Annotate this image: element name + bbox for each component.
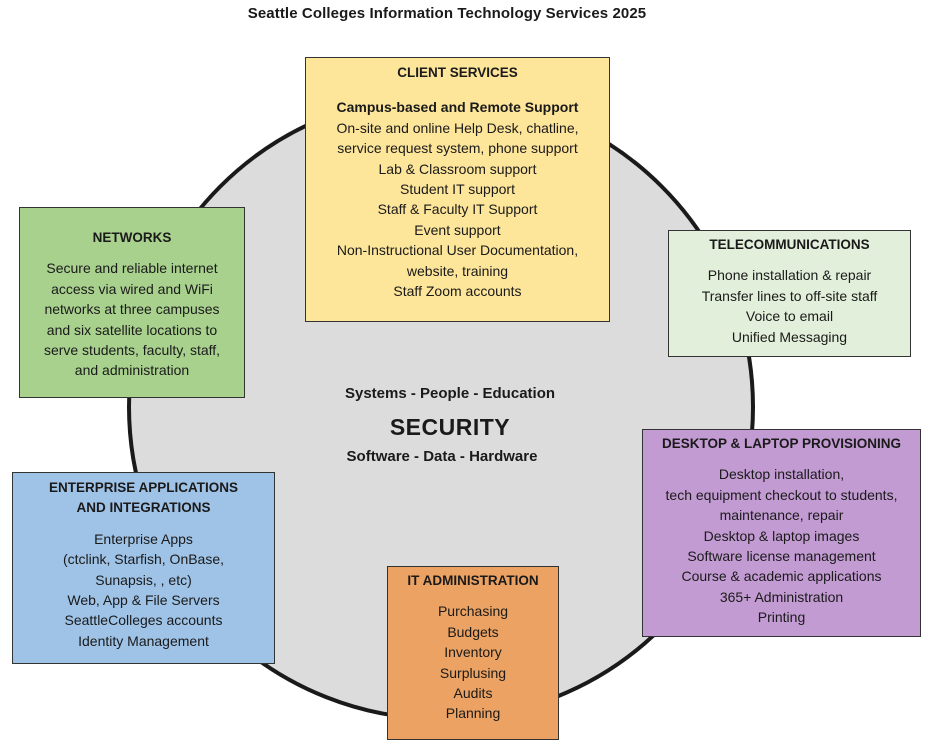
networks-heading: NETWORKS [92, 230, 172, 245]
desktop-provisioning-item: Printing [757, 609, 806, 626]
telecommunications-item: Voice to email [745, 308, 834, 325]
page-title: Seattle Colleges Information Technology … [247, 5, 647, 22]
desktop-provisioning-item: Desktop & laptop images [703, 527, 860, 544]
client-services-item: Lab & Classroom support [378, 160, 537, 177]
client-services-item: website, training [406, 262, 509, 279]
it-administration-heading: IT ADMINISTRATION [407, 573, 539, 588]
enterprise-item: Sunapsis, , etc) [95, 571, 192, 588]
enterprise-heading-line1: ENTERPRISE APPLICATIONS [48, 480, 239, 495]
client-services-item: Student IT support [400, 181, 515, 198]
client-services-subheading: Campus-based and Remote Support [336, 99, 579, 116]
desktop-provisioning-box: DESKTOP & LAPTOP PROVISIONING Desktop in… [642, 429, 921, 637]
client-services-box: CLIENT SERVICES Campus-based and Remote … [305, 57, 610, 322]
desktop-provisioning-item: Course & academic applications [681, 568, 882, 585]
networks-list: Secure and reliable internet access via w… [20, 258, 244, 380]
networks-item: access via wired and WiFi [51, 280, 213, 297]
telecommunications-box: TELECOMMUNICATIONS Phone installation & … [668, 230, 911, 357]
it-administration-item: Audits [453, 685, 493, 702]
desktop-provisioning-list: Desktop installation, tech equipment chec… [643, 464, 920, 627]
client-services-item: Staff Zoom accounts [393, 283, 522, 300]
center-line-systems: Systems - People - Education [344, 385, 556, 402]
desktop-provisioning-heading: DESKTOP & LAPTOP PROVISIONING [661, 436, 902, 451]
center-line-software: Software - Data - Hardware [346, 448, 538, 465]
telecommunications-item: Transfer lines to off-site staff [701, 287, 878, 304]
client-services-item: On-site and online Help Desk, chatline, [336, 119, 579, 136]
client-services-item: service request system, phone support [337, 140, 578, 157]
center-security-label: SECURITY [389, 414, 511, 440]
desktop-provisioning-item: 365+ Administration [719, 588, 844, 605]
desktop-provisioning-item: tech equipment checkout to students, [665, 486, 898, 503]
enterprise-heading-line2: AND INTEGRATIONS [76, 500, 211, 516]
networks-box: NETWORKS Secure and reliable internet acc… [19, 207, 245, 398]
it-administration-item: Inventory [444, 644, 502, 661]
enterprise-item: Enterprise Apps [94, 530, 193, 547]
desktop-provisioning-item: Software license management [687, 548, 876, 565]
networks-item: and administration [74, 362, 190, 379]
it-administration-item: Purchasing [437, 603, 509, 620]
client-services-item: Event support [414, 221, 501, 238]
enterprise-item: Identity Management [78, 632, 209, 649]
desktop-provisioning-item: maintenance, repair [719, 507, 844, 524]
it-administration-item: Surplusing [439, 664, 507, 681]
enterprise-box: ENTERPRISE APPLICATIONS AND INTEGRATIONS… [12, 472, 275, 664]
telecommunications-item: Phone installation & repair [707, 267, 872, 284]
client-services-item: Non-Instructional User Documentation, [336, 242, 579, 259]
it-administration-item: Budgets [447, 623, 499, 640]
networks-item: and six satellite locations to [46, 321, 218, 338]
networks-item: networks at three campuses [44, 301, 220, 318]
it-administration-item: Planning [445, 705, 501, 722]
enterprise-item: (ctclink, Starfish, OnBase, [62, 551, 225, 568]
client-services-item: Staff & Faculty IT Support [377, 201, 538, 218]
networks-item: Secure and reliable internet [46, 260, 218, 277]
enterprise-item: Web, App & File Servers [67, 592, 220, 609]
enterprise-item: SeattleColleges accounts [64, 612, 223, 629]
client-services-list: On-site and online Help Desk, chatline, s… [306, 118, 609, 302]
telecommunications-heading: TELECOMMUNICATIONS [709, 237, 870, 252]
enterprise-list: Enterprise Apps (ctclink, Starfish, OnBas… [13, 529, 274, 651]
telecommunications-item: Unified Messaging [731, 328, 848, 345]
desktop-provisioning-item: Desktop installation, [718, 466, 845, 483]
client-services-heading: CLIENT SERVICES [397, 65, 518, 80]
networks-item: serve students, faculty, staff, [43, 342, 221, 359]
